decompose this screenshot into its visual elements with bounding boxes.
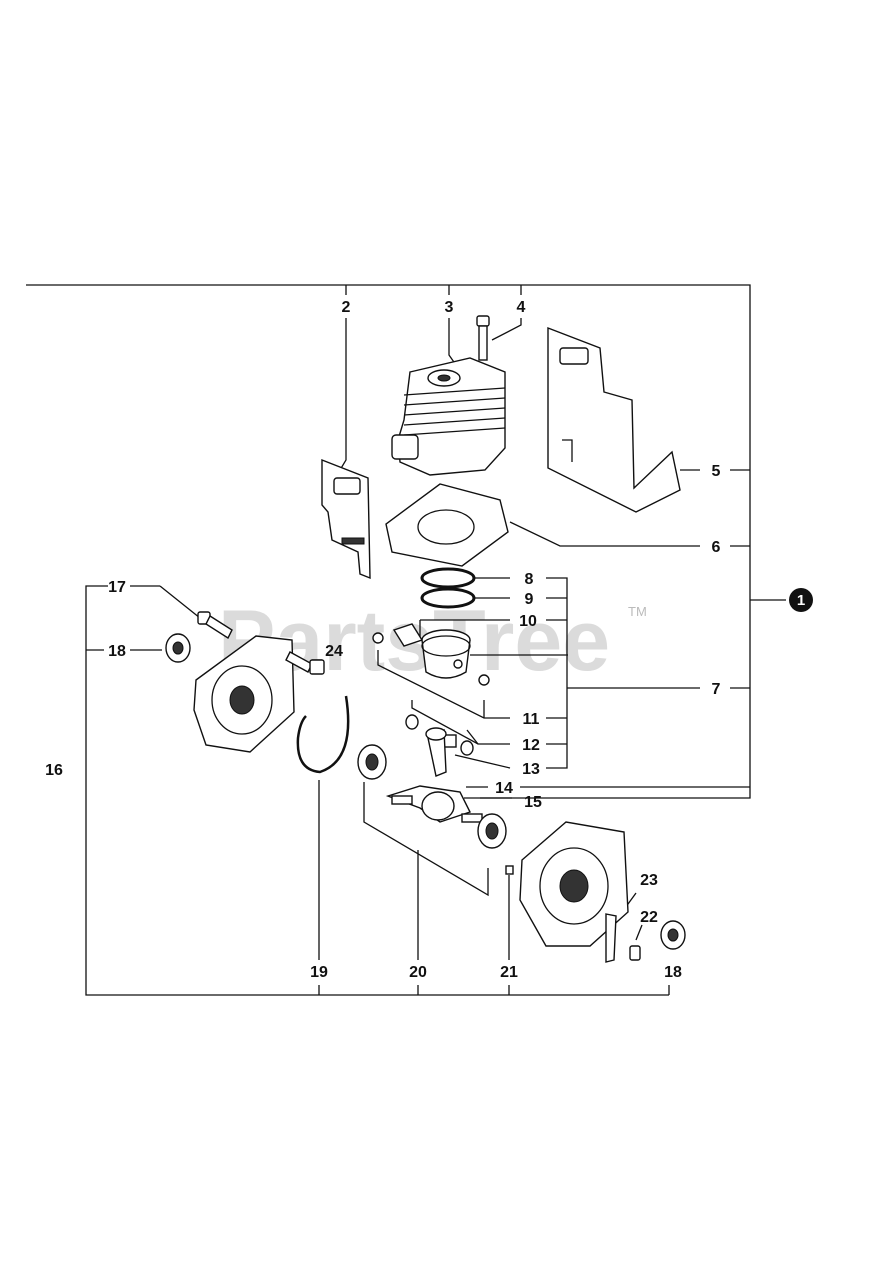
callout-3: 3 xyxy=(445,299,454,316)
washer-part-2 xyxy=(460,740,474,756)
piston-part xyxy=(421,629,471,679)
callout-17: 17 xyxy=(108,579,126,596)
piston-rings-part xyxy=(420,567,476,609)
callout-9: 9 xyxy=(525,591,534,608)
crankcase-left-part xyxy=(193,635,295,753)
needle-bearing-part xyxy=(443,734,457,748)
cylinder-bolt-part xyxy=(476,315,490,361)
assembly-badge: 1 xyxy=(789,588,813,612)
callout-18-right: 18 xyxy=(664,964,682,981)
callout-20: 20 xyxy=(409,964,427,981)
pin-part xyxy=(605,913,617,963)
callout-18: 18 xyxy=(108,643,126,660)
callout-7: 7 xyxy=(712,681,721,698)
callout-11: 11 xyxy=(523,711,540,728)
oil-seal-part-2 xyxy=(660,920,686,950)
callout-24: 24 xyxy=(325,643,343,660)
screw-part xyxy=(285,651,325,675)
crankcase-gasket-part xyxy=(296,695,350,774)
cylinder-gasket-part xyxy=(385,483,509,567)
callout-16: 16 xyxy=(45,762,63,779)
callout-12: 12 xyxy=(522,737,540,754)
crankshaft-part xyxy=(385,727,483,823)
callout-5: 5 xyxy=(712,463,721,480)
crankcase-bolt-part xyxy=(197,611,233,640)
piston-clip-part-2 xyxy=(478,674,490,686)
callout-14: 14 xyxy=(495,780,513,797)
callout-21: 21 xyxy=(500,964,518,981)
callout-labels: 2 3 4 5 6 7 8 9 10 11 12 13 14 15 16 17 … xyxy=(45,299,720,981)
callout-8: 8 xyxy=(525,571,534,588)
piston-clip-part xyxy=(372,632,384,644)
cylinder-part xyxy=(391,357,506,476)
watermark-trademark: TM xyxy=(628,604,647,619)
assembly-badge-label: 1 xyxy=(797,592,805,609)
callout-10: 10 xyxy=(519,613,537,630)
callout-22: 22 xyxy=(640,909,658,926)
intake-gasket-part xyxy=(321,458,371,580)
callout-19: 19 xyxy=(310,964,328,981)
crank-bearing-part xyxy=(357,744,507,849)
washer-part xyxy=(405,714,419,730)
leader-lines xyxy=(26,284,786,996)
oil-seal-part xyxy=(165,633,191,663)
callout-2: 2 xyxy=(342,299,351,316)
callout-13: 13 xyxy=(522,761,540,778)
callout-6: 6 xyxy=(712,539,721,556)
heat-shield-part xyxy=(547,326,681,513)
key-part xyxy=(505,865,514,875)
callout-23: 23 xyxy=(640,872,658,889)
crankcase-right-part xyxy=(519,821,629,947)
callout-15: 15 xyxy=(524,794,542,811)
callout-4: 4 xyxy=(517,299,526,316)
small-bolt-part xyxy=(629,945,641,961)
